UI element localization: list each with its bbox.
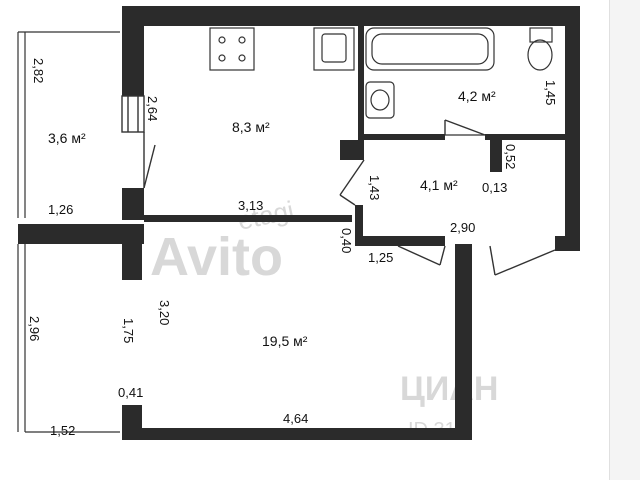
- dim-kitchen-width: 3,13: [238, 198, 263, 213]
- dim-hall-door-width: 1,25: [368, 250, 393, 265]
- dim-balcony-width: 1,52: [50, 423, 75, 438]
- dim-living-width: 4,64: [283, 411, 308, 426]
- dim-loggia-height: 2,82: [31, 58, 46, 83]
- watermark-cian: ЦИАН: [400, 370, 498, 408]
- walls: [18, 6, 580, 440]
- area-bathroom: 4,2 м²: [458, 88, 496, 104]
- dim-hall-door: 1,43: [367, 175, 382, 200]
- area-hall: 4,1 м²: [420, 177, 458, 193]
- dim-column: 1,75: [121, 318, 136, 343]
- washbasin-icon: [365, 81, 395, 119]
- kitchen-sink-icon: [313, 27, 355, 71]
- area-loggia-top: 3,6 м²: [48, 130, 86, 146]
- bathtub-icon: [365, 27, 495, 71]
- dim-partition: 0,40: [339, 228, 354, 253]
- doors: [121, 95, 556, 276]
- dim-living-height: 3,20: [157, 300, 172, 325]
- watermark-avito: Avito: [150, 227, 283, 287]
- dim-living-left: 2,96: [27, 316, 42, 341]
- area-kitchen: 8,3 м²: [232, 119, 270, 135]
- dim-hall-width: 2,90: [450, 220, 475, 235]
- fixtures: [209, 27, 553, 119]
- toilet-icon: [529, 27, 553, 43]
- dim-bathroom: 1,45: [543, 80, 558, 105]
- area-living: 19,5 м²: [262, 333, 308, 349]
- dim-stub-width: 0,13: [482, 180, 507, 195]
- stove-icon: [209, 27, 255, 71]
- right-frame-strip: [609, 0, 640, 480]
- dim-kitchen-door: 2,64: [145, 96, 160, 121]
- dim-loggia-width: 1,26: [48, 202, 73, 217]
- dim-column-width: 0,41: [118, 385, 143, 400]
- dim-stub: 0,52: [503, 144, 518, 169]
